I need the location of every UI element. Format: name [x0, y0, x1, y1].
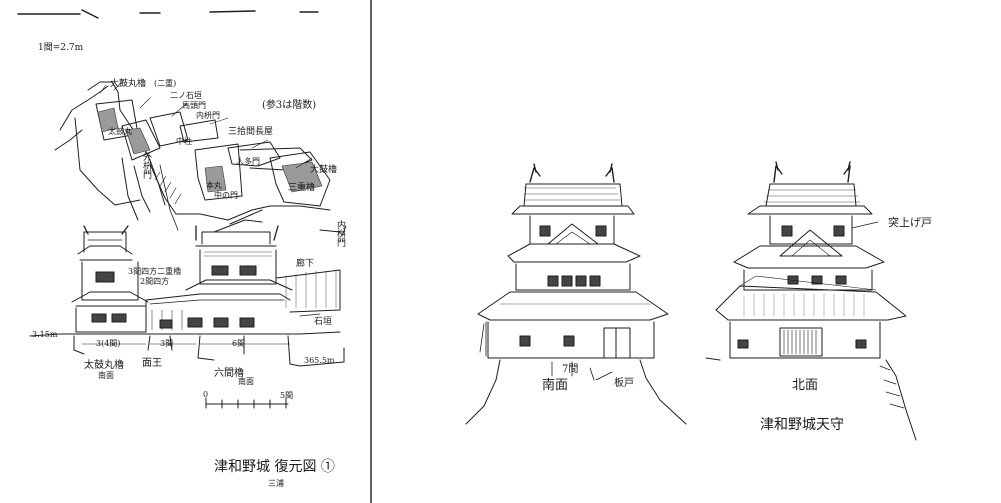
south-door-label: 板戸 — [614, 378, 634, 389]
left-reconstruction-sheet: 1間=2.7m 太鼓丸櫓 (二重) 二ノ石垣 馬頭門 内枡門 太鼓丸 外枡門 三… — [0, 0, 372, 503]
scale-note: 1間=2.7m — [38, 43, 84, 53]
plan-label-small-1: 二ノ石垣 — [170, 91, 202, 100]
plan-note-top: (参3は階数) — [262, 100, 317, 111]
plan-label-right-gate: 内桝門 — [335, 220, 345, 247]
plan-label-taiko-maru: 太鼓丸櫓 — [110, 79, 147, 89]
elevation-taiko-view: 南面 — [98, 371, 114, 380]
tenshu-title: 津和野城天守 — [760, 417, 844, 433]
plan-label-hitomu: 人多門 — [236, 157, 260, 166]
gate-elevation — [29, 225, 345, 367]
elevation-rokken-name: 六間櫓 — [214, 368, 244, 379]
north-elevation — [705, 161, 917, 441]
plan-label-small-2: 馬頭門 — [182, 101, 206, 110]
north-window-label: 突上げ戸 — [888, 216, 932, 229]
sheet-divider — [370, 0, 372, 503]
elevation-height-left: 3.15m — [32, 330, 58, 339]
plan-label-uchi-masugata: 内枡門 — [196, 111, 220, 120]
elevation-tamon-name: 面王 — [142, 358, 162, 369]
south-span-label: 7間 — [562, 364, 579, 375]
scale-bar-zero: 0 — [203, 390, 209, 399]
elevation-bay-left: 3(4間) — [96, 339, 121, 348]
elevation-label-roka: 廊下 — [296, 259, 315, 269]
plan-label-honmaru: 本丸 — [206, 181, 222, 190]
north-elevation-label: 北面 — [792, 378, 819, 393]
south-elevation-label: 南面 — [542, 378, 569, 393]
plan-label-taikomaru: 太鼓丸 — [108, 127, 132, 136]
elevation-note-1: 3間四方二重櫓 — [128, 267, 182, 276]
plan-label-sanjuyagura: 三重櫓 — [288, 183, 316, 193]
left-sheet-drawing — [17, 9, 347, 409]
south-elevation — [465, 163, 687, 425]
tenshu-elevations — [465, 161, 917, 441]
plan-label-nakanomon: 中の門 — [214, 191, 238, 200]
plan-label-soto-masugata: 外枡門 — [141, 152, 151, 179]
left-sheet-title: 津和野城 復元図 ① — [214, 459, 335, 475]
plan-label-taiko-maru-sub: (二重) — [154, 79, 177, 88]
scale-bar-five: 5間 — [280, 391, 294, 400]
elevation-height-right: 365.5m — [304, 356, 335, 365]
plan-label-nakabashira: 中柱 — [176, 137, 192, 146]
elevation-bay-mid: 3間 — [160, 339, 174, 348]
right-tenshu-sheet: 7間 南面 板戸 北面 突上げ戸 津和野城天守 — [372, 0, 1001, 503]
elevation-note-2: 2間四方 — [140, 277, 170, 286]
elevation-label-ishigaki: 石垣 — [314, 317, 333, 327]
elevation-taiko-name: 太鼓丸櫓 — [84, 360, 124, 371]
left-sheet-author: 三浦 — [268, 479, 284, 488]
castle-plan — [54, 79, 347, 237]
elevation-rokken-view: 南面 — [238, 377, 254, 386]
plan-label-sanjikken: 三拾間長屋 — [228, 127, 274, 137]
elevation-bay-right: 6間 — [232, 339, 246, 348]
plan-label-daizoku: 大鼓櫓 — [310, 165, 338, 175]
